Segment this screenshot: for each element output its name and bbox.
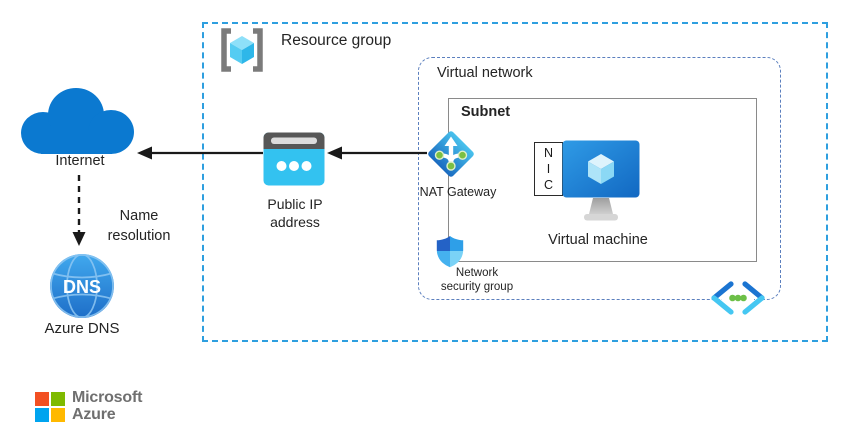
name-resolution-arrow (72, 175, 86, 246)
nat-gateway-label: NAT Gateway (419, 185, 497, 199)
network-security-group-shield-icon (436, 236, 464, 268)
ms-square-yellow (51, 407, 65, 422)
microsoft-four-squares-icon (35, 391, 65, 422)
nic-letter: C (543, 178, 554, 193)
network-security-group-label: Network security group (440, 267, 514, 293)
dns-icon-text: DNS (63, 277, 101, 297)
resource-group-label: Resource group (281, 32, 392, 49)
virtual-machine-icon (562, 140, 640, 221)
ms-square-blue (35, 407, 49, 422)
internet-cloud-icon (21, 88, 134, 154)
resource-group-icon (221, 28, 263, 72)
public-ip-label: Public IP address (267, 196, 323, 231)
microsoft-wordmark: Microsoft (72, 389, 143, 406)
virtual-network-label: Virtual network (437, 65, 533, 81)
subnet-label: Subnet (461, 104, 511, 120)
nic-letter: N (543, 145, 554, 160)
nat-gateway-icon (428, 131, 474, 177)
azure-dns-label: Azure DNS (44, 320, 120, 337)
microsoft-azure-wordmark: Microsoft Azure (72, 389, 142, 424)
microsoft-azure-logo: Microsoft Azure (35, 389, 142, 424)
internet-label: Internet (55, 153, 105, 169)
virtual-network-box (418, 57, 781, 300)
virtual-network-badge-icon (711, 281, 765, 315)
name-resolution-label: Name resolution (107, 208, 171, 244)
ms-square-red (35, 391, 49, 406)
public-ip-icon (263, 132, 325, 186)
virtual-machine-label: Virtual machine (548, 232, 648, 248)
azure-dns-icon: DNS (50, 254, 114, 318)
resource-group-box (202, 22, 828, 342)
azure-wordmark: Azure (72, 406, 116, 423)
subnet-box (448, 98, 757, 262)
ms-square-green (51, 391, 65, 406)
nic-letter: I (546, 161, 551, 176)
nic-card: N I C (534, 142, 563, 196)
